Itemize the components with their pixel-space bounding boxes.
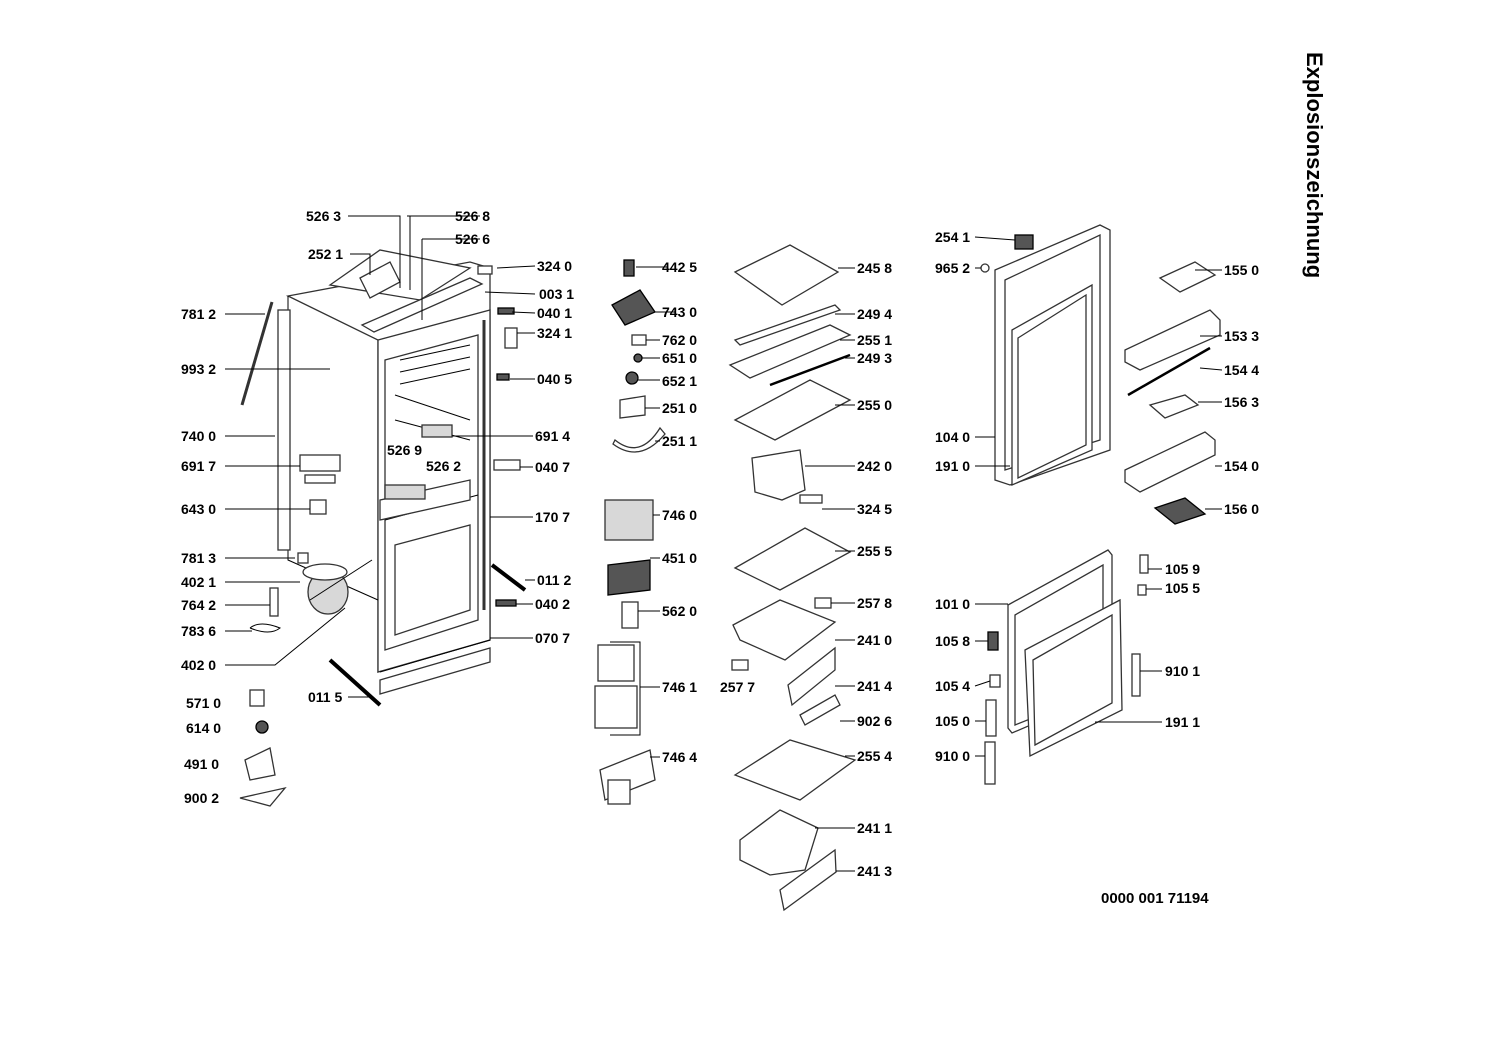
column-5-accessories [1124, 261, 1221, 697]
callout-040-7: 040 7 [535, 459, 571, 475]
callout-104-0: 104 0 [935, 429, 971, 445]
callout-011-2: 011 2 [537, 572, 572, 588]
callout-105-5: 105 5 [1165, 580, 1201, 596]
callout-402-0: 402 0 [181, 657, 217, 673]
callout-242-0: 242 0 [857, 458, 893, 474]
callout-105-8: 105 8 [935, 633, 971, 649]
callout-191-0: 191 0 [935, 458, 971, 474]
callout-105-0: 105 0 [935, 713, 971, 729]
callout-255-1: 255 1 [857, 332, 893, 348]
column-2-parts [594, 259, 666, 805]
callout-040-5: 040 5 [537, 371, 573, 387]
callout-652-1: 652 1 [662, 373, 698, 389]
callout-746-1: 746 1 [662, 679, 698, 695]
callout-442-5: 442 5 [662, 259, 698, 275]
callout-902-6: 902 6 [857, 713, 893, 729]
callout-257-8: 257 8 [857, 595, 893, 611]
callout-241-1: 241 1 [857, 820, 893, 836]
callout-526-2: 526 2 [426, 458, 462, 474]
callout-153-3: 153 3 [1224, 328, 1260, 344]
callout-154-4: 154 4 [1224, 362, 1260, 378]
callout-241-3: 241 3 [857, 863, 893, 879]
callout-900-2: 900 2 [184, 790, 220, 806]
callout-571-0: 571 0 [186, 695, 222, 711]
callout-526-8: 526 8 [455, 208, 491, 224]
callout-451-0: 451 0 [662, 550, 698, 566]
callout-070-7: 070 7 [535, 630, 571, 646]
callout-762-0: 762 0 [662, 332, 698, 348]
callout-910-0: 910 0 [935, 748, 971, 764]
callout-691-7: 691 7 [181, 458, 217, 474]
callout-241-0: 241 0 [857, 632, 893, 648]
callout-254-1: 254 1 [935, 229, 971, 245]
callout-249-3: 249 3 [857, 350, 893, 366]
callout-252-1: 252 1 [308, 246, 344, 262]
callout-105-4: 105 4 [935, 678, 971, 694]
callout-402-1: 402 1 [181, 574, 217, 590]
column-3-parts [728, 244, 857, 912]
callout-003-1: 003 1 [539, 286, 575, 302]
callout-781-3: 781 3 [181, 550, 217, 566]
callout-526-9: 526 9 [387, 442, 423, 458]
callout-764-2: 764 2 [181, 597, 217, 613]
callout-255-4: 255 4 [857, 748, 893, 764]
callout-257-7: 257 7 [720, 679, 756, 695]
callout-011-5: 011 5 [308, 689, 343, 705]
document-number: 0000 001 71194 [1101, 890, 1209, 907]
callout-746-4: 746 4 [662, 749, 698, 765]
callout-101-0: 101 0 [935, 596, 971, 612]
column-4-doors [980, 224, 1123, 785]
drawing-title: Explosionszeichnung [1302, 52, 1327, 279]
callout-740-0: 740 0 [181, 428, 217, 444]
callout-965-2: 965 2 [935, 260, 971, 276]
callout-156-3: 156 3 [1224, 394, 1260, 410]
callout-324-1: 324 1 [537, 325, 573, 341]
callout-155-0: 155 0 [1224, 262, 1260, 278]
callout-993-2: 993 2 [181, 361, 217, 377]
callout-910-1: 910 1 [1165, 663, 1201, 679]
callout-526-6: 526 6 [455, 231, 491, 247]
callout-105-9: 105 9 [1165, 561, 1201, 577]
side-rails [240, 301, 527, 707]
leader-lines [225, 215, 1223, 872]
callout-614-0: 614 0 [186, 720, 222, 736]
callout-255-0: 255 0 [857, 397, 893, 413]
cabinet-body [285, 261, 491, 695]
callout-251-0: 251 0 [662, 400, 698, 416]
callout-249-4: 249 4 [857, 306, 893, 322]
callout-324-5: 324 5 [857, 501, 893, 517]
callout-651-0: 651 0 [662, 350, 698, 366]
callout-040-2: 040 2 [535, 596, 571, 612]
callout-251-1: 251 1 [662, 433, 698, 449]
callout-241-4: 241 4 [857, 678, 893, 694]
small-parts-left [239, 265, 521, 807]
callout-040-1: 040 1 [537, 305, 573, 321]
callout-154-0: 154 0 [1224, 458, 1260, 474]
callout-746-0: 746 0 [662, 507, 698, 523]
callout-170-7: 170 7 [535, 509, 571, 525]
callout-245-8: 245 8 [857, 260, 893, 276]
callout-783-6: 783 6 [181, 623, 217, 639]
callout-562-0: 562 0 [662, 603, 698, 619]
callout-643-0: 643 0 [181, 501, 217, 517]
callout-526-3: 526 3 [306, 208, 342, 224]
callout-491-0: 491 0 [184, 756, 220, 772]
callout-191-1: 191 1 [1165, 714, 1201, 730]
callout-691-4: 691 4 [535, 428, 571, 444]
callout-255-5: 255 5 [857, 543, 893, 559]
callout-156-0: 156 0 [1224, 501, 1260, 517]
compressor [249, 552, 373, 633]
callout-781-2: 781 2 [181, 306, 217, 322]
callout-743-0: 743 0 [662, 304, 698, 320]
callout-324-0: 324 0 [537, 258, 573, 274]
